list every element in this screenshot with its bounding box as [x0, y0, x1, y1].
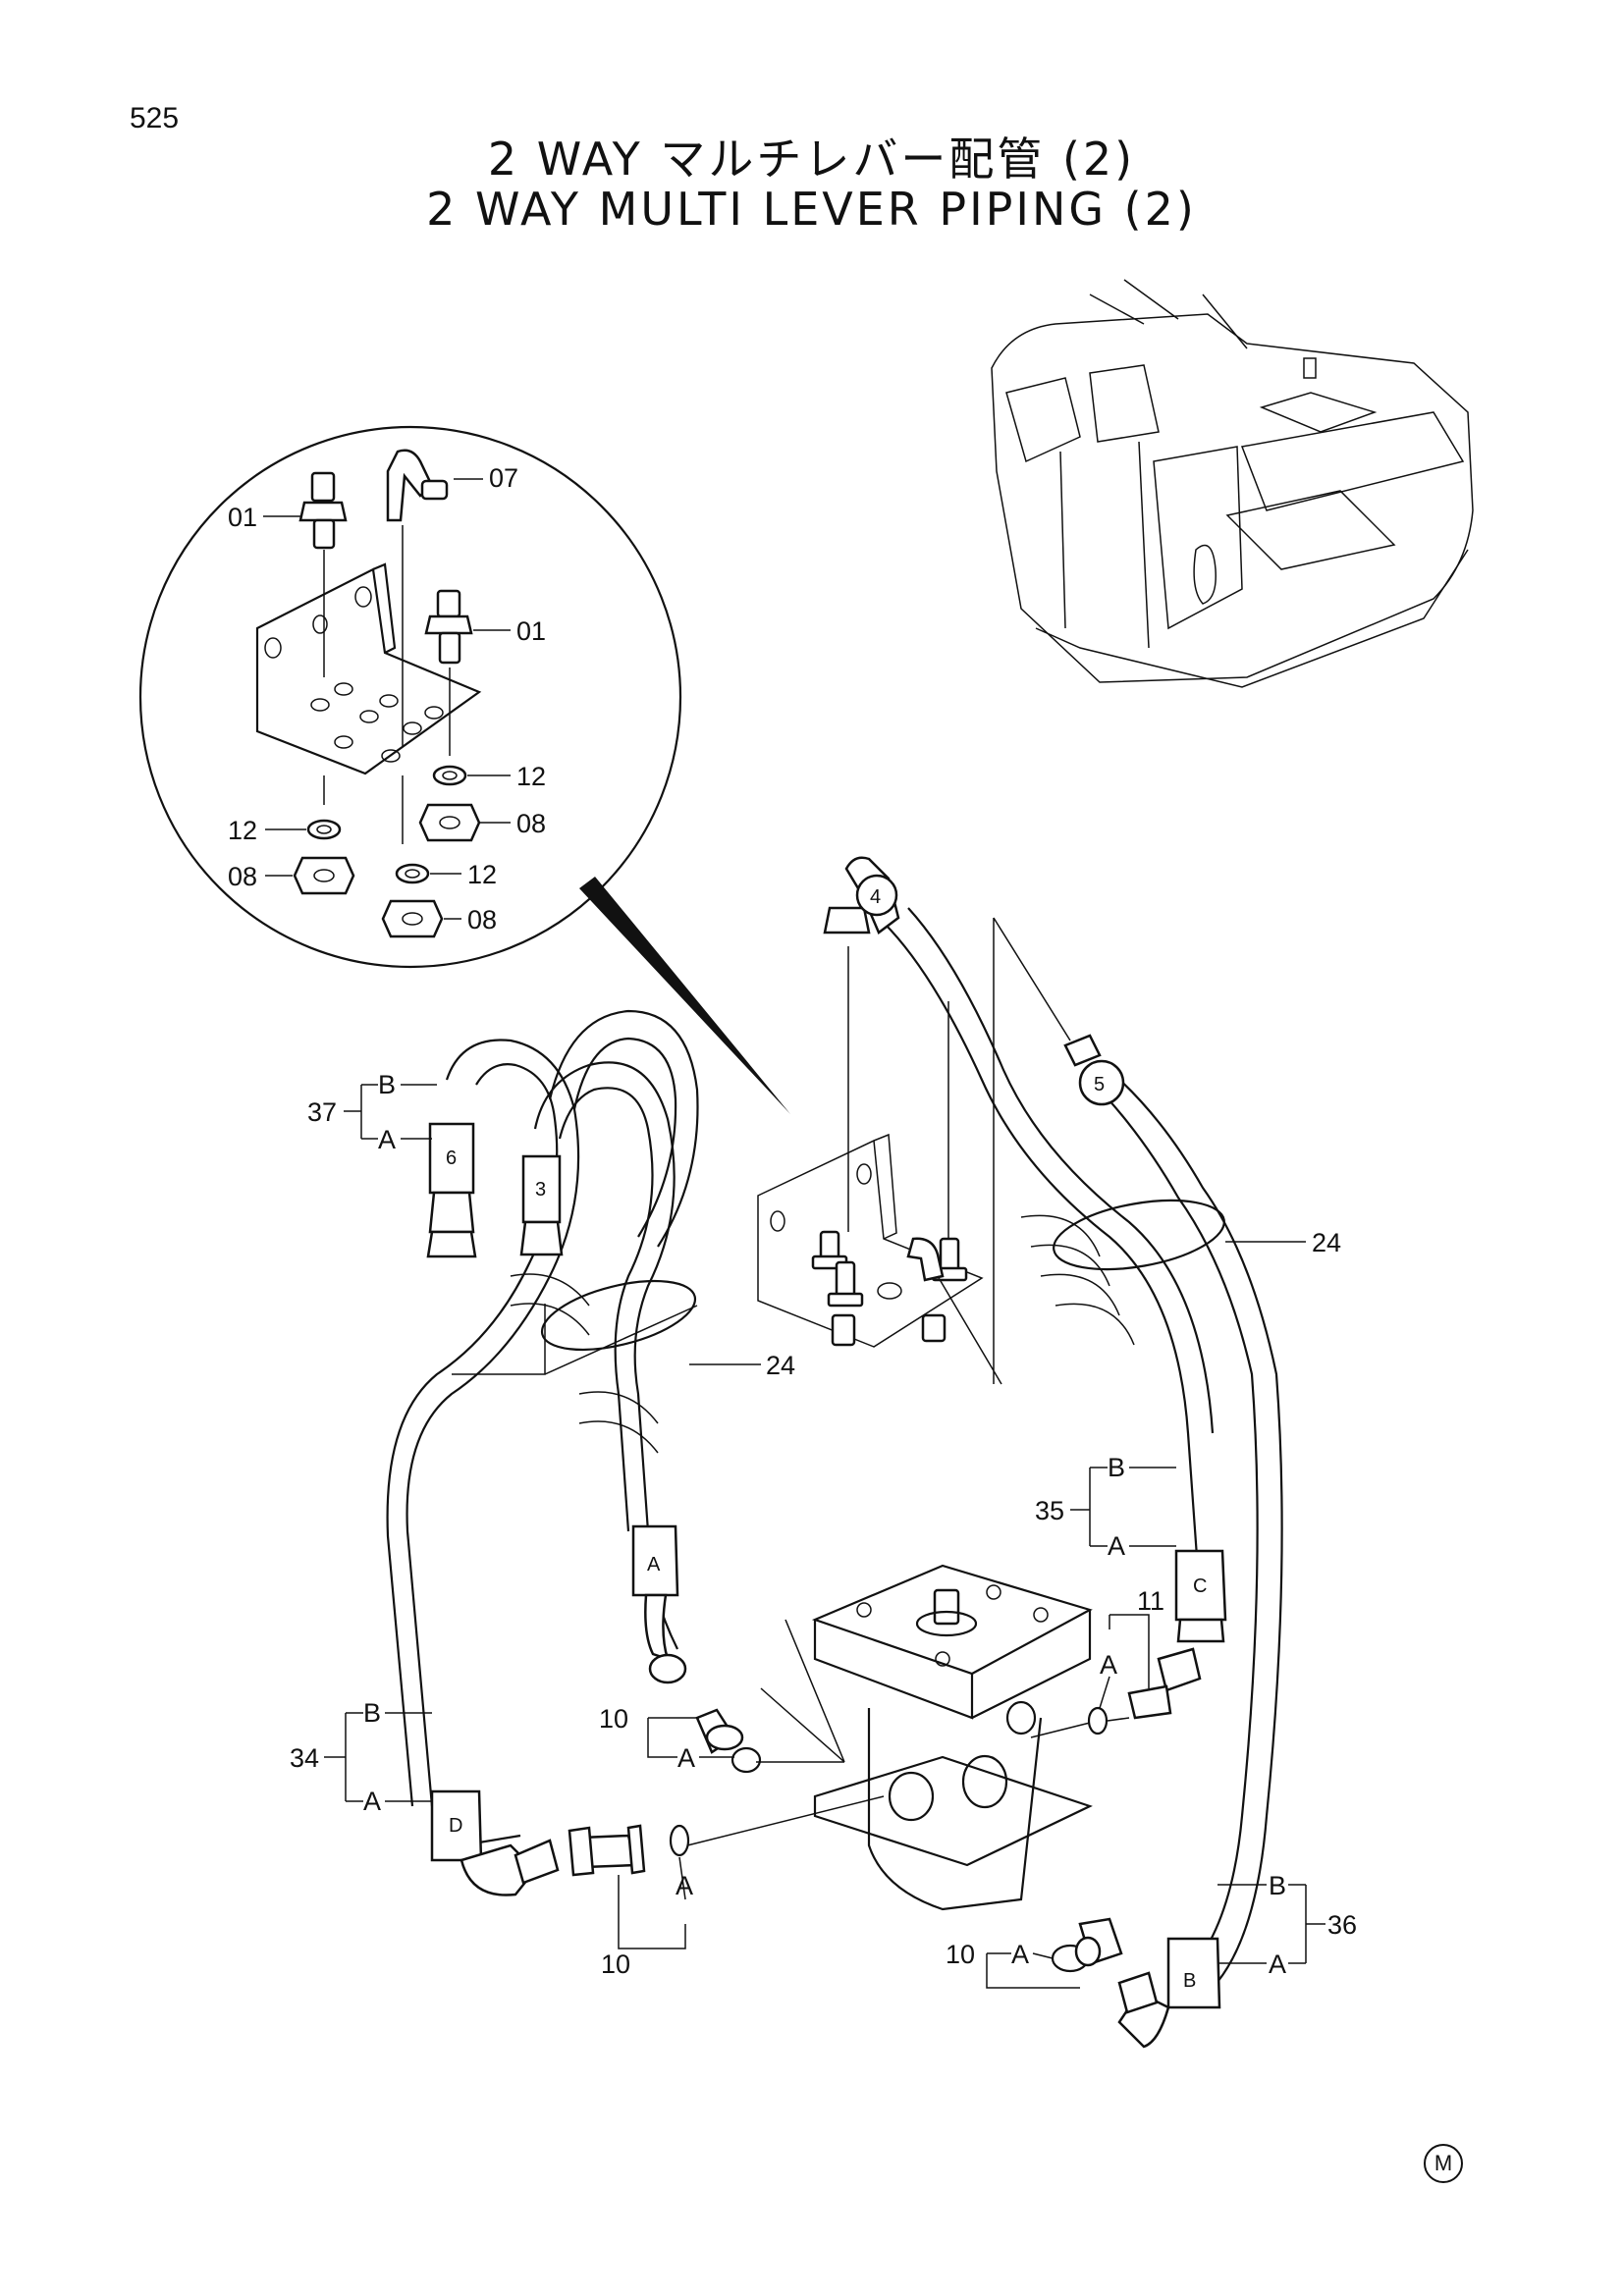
callout-10-lower-end-a: A: [676, 1871, 693, 1900]
fittings-and-orings: [568, 1619, 1202, 1973]
bracket-fittings: [811, 1230, 968, 1347]
title-english: 2 WAY MULTI LEVER PIPING (2): [426, 183, 1197, 236]
callout-08-left: 08: [228, 862, 257, 891]
callout-08-right: 08: [516, 809, 546, 838]
callout-10-right-end-a: A: [1011, 1940, 1029, 1969]
callout-34-end-a: A: [363, 1787, 381, 1816]
callout-35-end-b: B: [1108, 1453, 1125, 1482]
callout-34-end-b: B: [363, 1698, 381, 1728]
callout-01-right: 01: [516, 616, 546, 646]
hose-end-fittings: [426, 856, 1227, 2049]
callout-35-end-a: A: [1108, 1531, 1125, 1561]
hose-marker-c: C: [1193, 1575, 1207, 1597]
excavator-overview: [991, 279, 1474, 688]
callout-37: 37: [307, 1097, 337, 1127]
hose-marker-3: 3: [535, 1179, 546, 1201]
callout-10-upper-end-a: A: [677, 1743, 695, 1773]
valve-bracket: [452, 917, 1071, 1385]
callout-36: 36: [1327, 1910, 1357, 1940]
callout-36-end-a: A: [1269, 1949, 1286, 1979]
callout-10-lower: 10: [601, 1949, 630, 1979]
junction-block: [811, 1564, 1093, 1911]
hose-assemblies: [386, 907, 1283, 1989]
callout-12-bottom: 12: [467, 860, 497, 889]
page-number: 525: [130, 102, 180, 134]
callout-10-upper: 10: [599, 1704, 628, 1734]
callout-24-right: 24: [1312, 1228, 1341, 1257]
callout-36-end-b: B: [1269, 1871, 1286, 1900]
callout-07: 07: [489, 463, 518, 493]
callout-01-left: 01: [228, 503, 257, 532]
hose-marker-a: A: [647, 1554, 661, 1575]
hose-clamp-left: [540, 1279, 697, 1352]
hose-marker-6: 6: [446, 1148, 457, 1169]
callout-12-right: 12: [516, 762, 546, 791]
title-japanese: 2 WAY マルチレバー配管 (2): [487, 133, 1136, 186]
callout-37-end-b: B: [378, 1070, 396, 1099]
hose-marker-b: B: [1183, 1970, 1196, 1992]
callout-24-left: 24: [766, 1351, 795, 1380]
maker-mark-circle: M: [1424, 2144, 1463, 2183]
callout-11-end-a: A: [1100, 1650, 1117, 1680]
callout-37-end-a: A: [378, 1125, 396, 1154]
callout-10-right: 10: [946, 1940, 975, 1969]
callout-08-bottom: 08: [467, 905, 497, 934]
callout-35: 35: [1035, 1496, 1064, 1525]
callout-11: 11: [1137, 1586, 1164, 1616]
hose-marker-5: 5: [1094, 1074, 1105, 1095]
callout-12-left: 12: [228, 816, 257, 845]
detail-magnifier: [138, 425, 790, 1114]
callout-34: 34: [290, 1743, 319, 1773]
callout-leaders: [324, 1084, 1325, 1989]
hose-marker-4: 4: [870, 886, 881, 908]
hose-marker-d: D: [449, 1815, 462, 1837]
